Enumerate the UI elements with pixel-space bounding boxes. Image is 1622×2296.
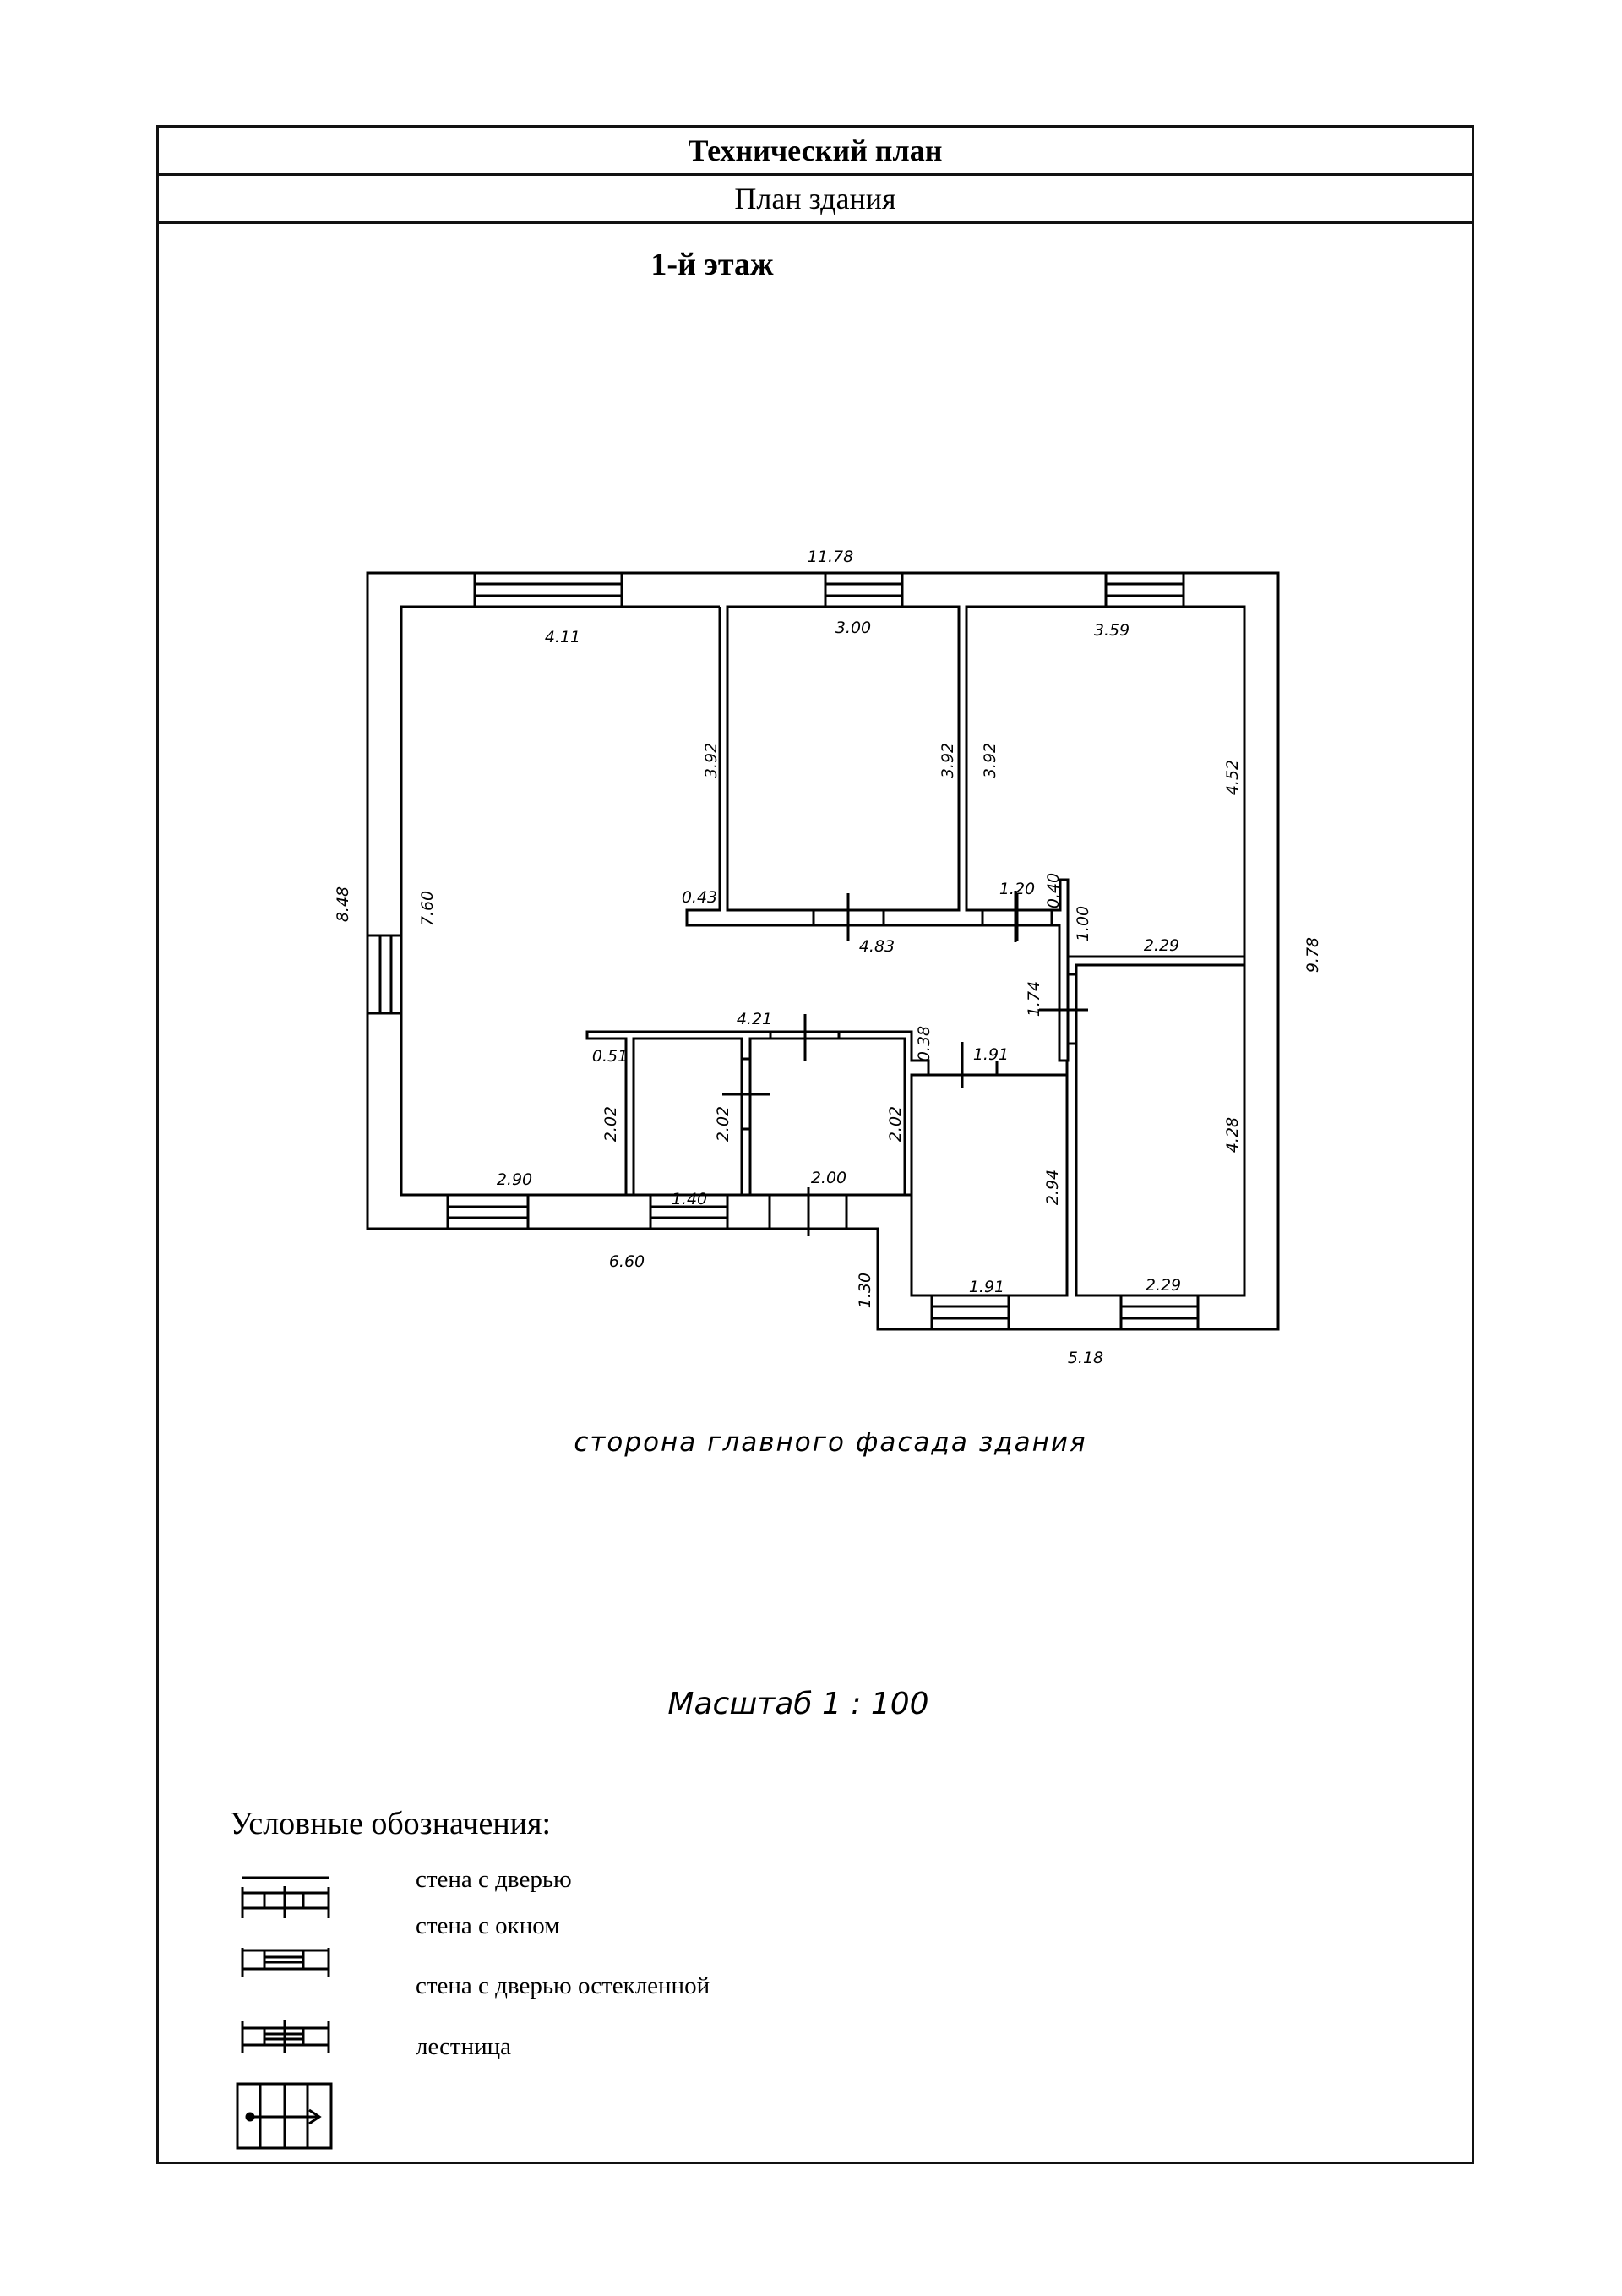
dim-room1-width: 4.11 — [545, 628, 580, 646]
dim-room3-height: 4.52 — [1223, 760, 1242, 795]
legend-label-wall-glazed-door: стена с дверью остекленной — [416, 1972, 710, 1999]
dim-closet-depth: 0.40 — [1044, 873, 1063, 908]
floor-label: 1-й этаж — [650, 247, 774, 282]
dim-room3-width: 3.59 — [1094, 621, 1129, 640]
dim-room2-width: 3.00 — [835, 619, 871, 637]
scale-label: Масштаб 1 : 100 — [667, 1687, 928, 1721]
dim-kitchen-height: 2.94 — [1043, 1170, 1062, 1205]
legend-title: Условные обозначения: — [230, 1806, 552, 1841]
document-title: Технический план — [159, 128, 1472, 176]
dim-step-depth: 1.30 — [856, 1273, 874, 1308]
window-bottom-4 — [1119, 1295, 1200, 1329]
stairs-symbol — [236, 2082, 333, 2150]
dim-hall-height: 1.74 — [1025, 981, 1043, 1017]
dim-bath-left-width: 1.40 — [672, 1190, 707, 1208]
dim-room1-height: 7.60 — [418, 891, 437, 926]
dim-block-offset: 0.38 — [915, 1026, 933, 1061]
dim-bath-right-height: 2.02 — [886, 1106, 905, 1142]
legend-label-wall-window: стена с окном — [416, 1912, 560, 1939]
facade-note: сторона главного фасада здания — [574, 1427, 1086, 1458]
window-left — [367, 934, 401, 1015]
door-entrance — [768, 1187, 848, 1236]
wall-door-symbol — [241, 1876, 330, 1918]
door-corridor — [1039, 973, 1088, 1045]
dim-room2-height: 3.92 — [939, 743, 957, 778]
dim-bath-left-height: 2.02 — [601, 1106, 620, 1142]
outer-wall — [366, 571, 1280, 1331]
dim-bottom-right-width: 5.18 — [1068, 1349, 1103, 1367]
wall-glazed-door-symbol — [241, 2020, 330, 2053]
room-2-outline — [726, 605, 961, 912]
dim-hall-width: 4.83 — [859, 937, 895, 956]
dim-room1-stub: 0.43 — [682, 888, 717, 907]
dim-kitchen-bottom-width: 1.91 — [969, 1278, 1004, 1296]
door-bath-right — [769, 1014, 841, 1061]
window-bottom-1 — [446, 1195, 530, 1229]
dim-bottom-left-width: 6.60 — [609, 1252, 645, 1271]
drawing-frame: Технический план План здания 1-й этаж — [156, 125, 1474, 2164]
dim-room3-bottom: 2.29 — [1144, 936, 1179, 955]
door-bath-mid — [722, 1057, 770, 1131]
door-room-2 — [812, 893, 885, 941]
window-bottom-3 — [930, 1295, 1010, 1329]
dim-left-height: 8.48 — [334, 886, 352, 922]
window-top-2 — [824, 573, 904, 607]
dim-room-br-height: 4.28 — [1223, 1117, 1242, 1153]
corridor-wall — [1065, 925, 1078, 1295]
dim-closet-width: 1.20 — [999, 880, 1035, 898]
dim-kitchen-top-width: 1.91 — [973, 1045, 1009, 1064]
dim-right-height: 9.78 — [1304, 937, 1322, 973]
bottom-inner-wall — [401, 1193, 913, 1295]
dim-room-br-bottom: 2.29 — [1146, 1276, 1181, 1295]
dim-room1-partition: 3.92 — [702, 743, 721, 778]
dim-room1-bottom: 2.90 — [497, 1170, 532, 1189]
dim-room3-left-height: 3.92 — [981, 743, 999, 778]
dim-block-stub: 0.51 — [592, 1047, 628, 1066]
legend-label-stairs: лестница — [416, 2033, 512, 2060]
legend-label-wall-door: стена с дверью — [416, 1866, 572, 1893]
door-kitchen — [927, 1042, 999, 1088]
window-top-1 — [473, 573, 623, 607]
dim-block-width: 4.21 — [737, 1010, 772, 1028]
wall-window-symbol — [241, 1948, 330, 1977]
kitchen-outline — [910, 1073, 1069, 1297]
dim-bath-mid-height: 2.02 — [714, 1106, 732, 1142]
room-1-outline — [400, 605, 930, 1197]
window-top-3 — [1104, 573, 1185, 607]
dim-corridor-wall: 1.00 — [1074, 906, 1092, 941]
dim-bath-right-width: 2.00 — [811, 1169, 846, 1187]
dim-total-width: 11.78 — [808, 548, 853, 566]
document-subtitle: План здания — [159, 176, 1472, 224]
door-closet — [1014, 891, 1053, 942]
window-bottom-2 — [649, 1195, 729, 1229]
